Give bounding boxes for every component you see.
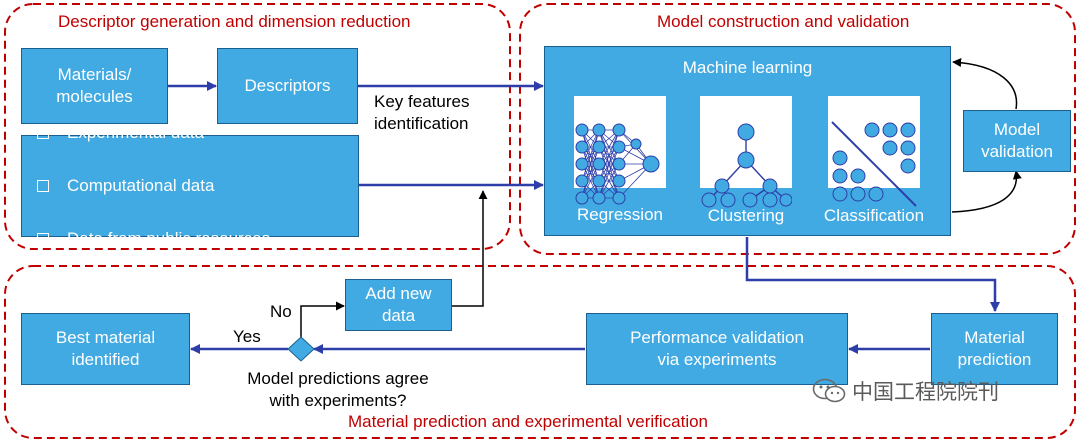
data-source-label: Data from public resources bbox=[67, 229, 271, 248]
no-label: No bbox=[270, 302, 292, 321]
data-source-label: Computational data bbox=[67, 176, 215, 195]
materials-node: Materials/ molecules bbox=[21, 48, 168, 124]
watermark: 中国工程院院刊 bbox=[812, 376, 999, 406]
decision-question: Model predictions agree with experiments… bbox=[247, 369, 429, 410]
classification-icon bbox=[828, 96, 920, 207]
best-material-node: Best material identified bbox=[21, 313, 190, 385]
arrow-add-data-to-input bbox=[452, 190, 488, 307]
section-frame-model bbox=[519, 3, 1076, 255]
arrow-validation-loop-in bbox=[951, 170, 1022, 213]
neural-network-icon bbox=[574, 96, 666, 205]
key-features-label: Key features identification bbox=[374, 92, 470, 133]
data-source-label: Experimental data bbox=[67, 123, 205, 142]
machine-learning-title: Machine learning bbox=[682, 58, 813, 77]
wechat-icon bbox=[812, 378, 846, 403]
clustering-label: Clustering bbox=[707, 206, 785, 225]
data-source-item: Data from public resources bbox=[37, 224, 270, 255]
section-title-descriptor: Descriptor generation and dimension redu… bbox=[58, 12, 411, 31]
add-new-data-node: Add new data bbox=[345, 279, 452, 331]
data-source-item: Experimental data bbox=[37, 118, 270, 149]
classification-label: Classification bbox=[823, 206, 925, 225]
data-sources-node: Experimental data Computational data Dat… bbox=[21, 123, 359, 248]
section-title-model: Model construction and validation bbox=[657, 12, 910, 31]
performance-validation-node: Performance validation via experiments bbox=[586, 313, 848, 385]
data-source-item: Computational data bbox=[37, 171, 270, 202]
material-prediction-node: Material prediction bbox=[931, 313, 1058, 385]
descriptors-node: Descriptors bbox=[217, 48, 358, 124]
checkbox-icon bbox=[37, 127, 49, 139]
checkbox-icon bbox=[37, 180, 49, 192]
yes-label: Yes bbox=[233, 327, 261, 346]
classification-graphic bbox=[831, 121, 917, 207]
tree-cluster-graphic bbox=[701, 123, 792, 208]
arrow-validation-loop-out bbox=[952, 58, 1018, 110]
checkbox-icon bbox=[37, 233, 49, 245]
arrow-decision-to-add-data bbox=[300, 301, 345, 337]
section-frame-descriptor bbox=[4, 3, 511, 250]
arrow-ml-to-prediction bbox=[745, 237, 1000, 312]
data-sources-list: Experimental data Computational data Dat… bbox=[37, 96, 270, 277]
machine-learning-panel: Machine learning bbox=[544, 46, 951, 236]
decision-diamond bbox=[287, 336, 315, 362]
neural-network-graphic bbox=[575, 123, 660, 205]
section-frame-prediction bbox=[4, 265, 1076, 439]
regression-label: Regression bbox=[577, 205, 663, 224]
section-title-prediction: Material prediction and experimental ver… bbox=[348, 412, 709, 431]
model-validation-node: Model validation bbox=[963, 110, 1071, 172]
tree-cluster-icon bbox=[700, 96, 792, 208]
watermark-text: 中国工程院院刊 bbox=[852, 381, 999, 404]
